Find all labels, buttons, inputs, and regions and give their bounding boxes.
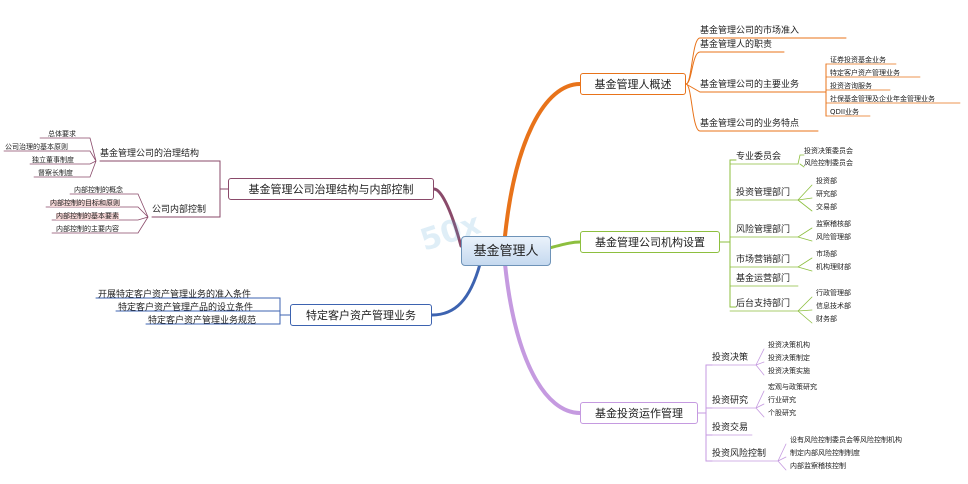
ops-subitem[interactable]: 内部监察稽核控制: [790, 462, 846, 470]
governance-subitem[interactable]: 公司治理的基本原则: [5, 143, 68, 151]
org-subitem[interactable]: 风险控制委员会: [804, 159, 853, 167]
org-item[interactable]: 投资管理部门: [736, 188, 791, 198]
org-subitem[interactable]: 行政管理部: [816, 289, 851, 297]
ops-item[interactable]: 投资交易: [712, 423, 749, 433]
org-subitem[interactable]: 交易部: [816, 203, 837, 211]
connector-org-spine: [719, 159, 737, 308]
ops-subitem[interactable]: 投资决策机构: [768, 341, 810, 349]
governance-subitem[interactable]: 内部控制的主要内容: [56, 225, 119, 233]
branch-org[interactable]: 基金管理公司机构设置: [580, 231, 720, 253]
business-item[interactable]: 投资咨询服务: [830, 82, 872, 90]
ops-subitem[interactable]: 个股研究: [768, 409, 796, 417]
connector-decision: [755, 348, 765, 376]
connector-special-spine: [95, 297, 291, 325]
governance-subitem[interactable]: 督察长制度: [38, 169, 73, 177]
ops-subitem[interactable]: 设有风险控制委员会等风险控制机构: [790, 436, 902, 444]
governance-item[interactable]: 基金管理公司的治理结构: [100, 149, 200, 159]
governance-subitem[interactable]: 内部控制的基本要素: [56, 212, 119, 220]
org-item[interactable]: 基金运营部门: [736, 274, 791, 284]
connector-org: [547, 240, 582, 250]
root-node[interactable]: 基金管理人: [461, 236, 551, 266]
ops-item[interactable]: 投资风险控制: [712, 449, 767, 459]
connector-overview-child: [685, 83, 819, 132]
connector-governance-spine: [99, 160, 229, 218]
overview-item[interactable]: 基金管理公司的市场准入: [700, 26, 800, 36]
special-item[interactable]: 特定客户资产管理产品的设立条件: [118, 303, 254, 313]
connector-overview-child: [685, 51, 785, 85]
connector-risk-ctrl: [777, 443, 787, 471]
connector-ops: [503, 262, 582, 415]
org-subitem[interactable]: 市场部: [816, 250, 837, 258]
special-item[interactable]: 开展特定客户资产管理业务的准入条件: [98, 290, 252, 300]
business-item[interactable]: 证券投资基金业务: [830, 56, 886, 64]
overview-item[interactable]: 基金管理公司的主要业务: [700, 80, 800, 90]
org-item[interactable]: 市场营销部门: [736, 255, 791, 265]
ops-subitem[interactable]: 投资决策实施: [768, 367, 810, 375]
governance-item[interactable]: 公司内部控制: [152, 205, 207, 215]
connector-ops-underline: [711, 364, 779, 462]
ops-subitem[interactable]: 投资决策制定: [768, 354, 810, 362]
org-subitem[interactable]: 监察稽核部: [816, 220, 851, 228]
connector-internal: [45, 193, 149, 234]
governance-subitem[interactable]: 总体要求: [48, 130, 76, 138]
org-subitem[interactable]: 研究部: [816, 190, 837, 198]
org-subitem[interactable]: 机构理财部: [816, 263, 851, 271]
org-item[interactable]: 后台支持部门: [736, 299, 791, 309]
business-item[interactable]: 特定客户资产管理业务: [830, 69, 900, 77]
org-subitem[interactable]: 财务部: [816, 315, 837, 323]
special-item[interactable]: 特定客户资产管理业务规范: [148, 316, 257, 326]
org-subitem[interactable]: 信息技术部: [816, 302, 851, 310]
ops-subitem[interactable]: 行业研究: [768, 396, 796, 404]
business-item[interactable]: 社保基金管理及企业年金管理业务: [830, 95, 935, 103]
overview-item[interactable]: 基金管理公司的业务特点: [700, 119, 800, 129]
ops-subitem[interactable]: 制定内部风险控制制度: [790, 449, 860, 457]
connector-invest: [797, 184, 813, 212]
connector-governance: [432, 187, 463, 248]
ops-item[interactable]: 投资研究: [712, 396, 749, 406]
connector-backoffice: [797, 296, 813, 324]
connector-ops-spine: [697, 364, 713, 462]
connector-ops-branch: [705, 407, 713, 436]
business-item[interactable]: QDII业务: [830, 108, 860, 116]
org-item[interactable]: 专业委员会: [736, 152, 782, 162]
org-subitem[interactable]: 投资决策委员会: [804, 147, 853, 155]
governance-subitem[interactable]: 内部控制的目标和原则: [50, 199, 120, 207]
ops-item[interactable]: 投资决策: [712, 353, 749, 363]
branch-overview[interactable]: 基金管理人概述: [580, 73, 686, 95]
connector-overview: [503, 82, 582, 238]
overview-item[interactable]: 基金管理人的职责: [700, 40, 773, 50]
org-item[interactable]: 风险管理部门: [736, 225, 791, 235]
connector-structure: [3, 137, 97, 178]
governance-subitem[interactable]: 独立董事制度: [32, 156, 74, 164]
governance-subitem[interactable]: 内部控制的概念: [74, 186, 123, 194]
connector-marketing: [797, 257, 813, 272]
branch-ops[interactable]: 基金投资运作管理: [580, 402, 698, 424]
connector-special: [430, 262, 482, 317]
org-subitem[interactable]: 风险管理部: [816, 233, 851, 241]
branch-special[interactable]: 特定客户资产管理业务: [290, 304, 432, 326]
org-subitem[interactable]: 投资部: [816, 177, 837, 185]
ops-subitem[interactable]: 宏观与政策研究: [768, 383, 817, 391]
connector-committee: [797, 154, 805, 168]
connector-overview-child: [685, 83, 827, 93]
branch-governance[interactable]: 基金管理公司治理结构与内部控制: [228, 178, 434, 200]
connector-research: [755, 390, 765, 418]
connector-risk: [797, 227, 813, 242]
